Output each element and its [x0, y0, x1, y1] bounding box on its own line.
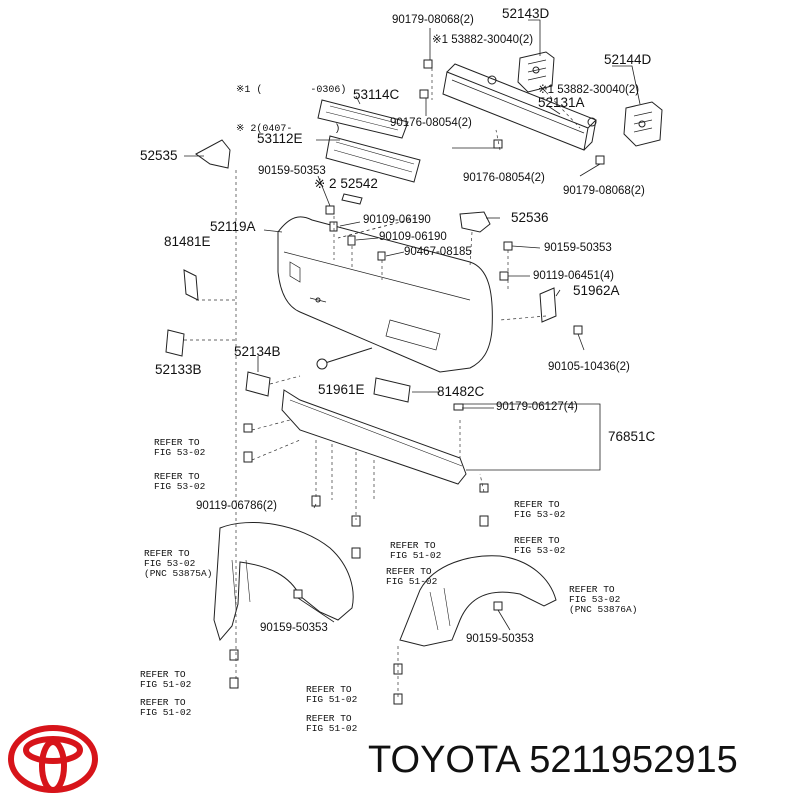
bumper-cover	[277, 216, 493, 373]
exploded-parts-drawing	[165, 19, 663, 705]
toyota-logo-icon	[8, 725, 98, 793]
label-p12: 90179-08068(2)	[563, 185, 645, 197]
label-p4: 52144D	[604, 52, 652, 67]
label-p23: 51962A	[573, 283, 620, 298]
label-p18: 90109-06190	[379, 231, 447, 243]
label-p16: 90109-06190	[363, 214, 431, 226]
legend-line-1: ※1 ( -0306)	[236, 85, 347, 96]
fender-liner-left	[213, 522, 354, 642]
bracket-left	[517, 51, 555, 93]
label-p2: 52143D	[502, 6, 550, 21]
label-p24: 52134B	[234, 344, 281, 359]
label-p3: ※1 53882-30040(2)	[432, 34, 534, 46]
part-number: 5211952915	[529, 739, 738, 781]
label-p7: 53114C	[353, 87, 400, 102]
fender-liner-right	[399, 555, 557, 647]
label-p26: 52133B	[155, 362, 202, 377]
label-p5: ※1 53882-30040(2)	[538, 84, 640, 96]
label-p27: 51961E	[318, 382, 365, 397]
label-p21: 90467-08185	[404, 246, 472, 258]
label-p29: 90179-06127(4)	[496, 401, 578, 413]
label-p28: 81482C	[437, 384, 485, 399]
reinforcement-bar	[442, 63, 597, 151]
energy-absorber	[281, 389, 467, 485]
brand-part-number: TOYOTA 5211952915	[368, 738, 738, 782]
label-p11: 90176-08054(2)	[463, 172, 545, 184]
brand-name: TOYOTA	[368, 739, 519, 781]
grille-lower	[325, 135, 421, 183]
label-p6: 52131A	[538, 95, 585, 110]
label-p30: 76851C	[608, 429, 656, 444]
label-p22: 90119-06451(4)	[533, 270, 614, 282]
label-p17: 52536	[511, 210, 549, 225]
label-p25: 90105-10436(2)	[548, 361, 630, 373]
label-p13: 90159-50353	[258, 165, 326, 177]
label-p1: 90179-08068(2)	[392, 14, 474, 26]
label-p32: 90159-50353	[260, 622, 328, 634]
label-p20: 81481E	[164, 234, 211, 249]
label-p33: 90159-50353	[466, 633, 534, 645]
label-p9: 53112E	[257, 131, 303, 146]
label-p14: ※ 2 52542	[314, 176, 378, 191]
label-p31: 90119-06786(2)	[196, 500, 277, 512]
grille-upper	[317, 99, 409, 139]
label-p10: 52535	[140, 148, 178, 163]
bracket-right	[623, 101, 663, 147]
label-p8: 90176-08054(2)	[390, 117, 472, 129]
leader-lines	[184, 19, 641, 631]
label-p19: 90159-50353	[544, 242, 612, 254]
legend: ※1 ( -0306) ※ 2(0407- )	[236, 61, 346, 160]
label-p15: 52119A	[210, 219, 256, 234]
guide-lines	[184, 68, 581, 700]
legend-line-2: ※ 2(0407- )	[236, 124, 341, 135]
